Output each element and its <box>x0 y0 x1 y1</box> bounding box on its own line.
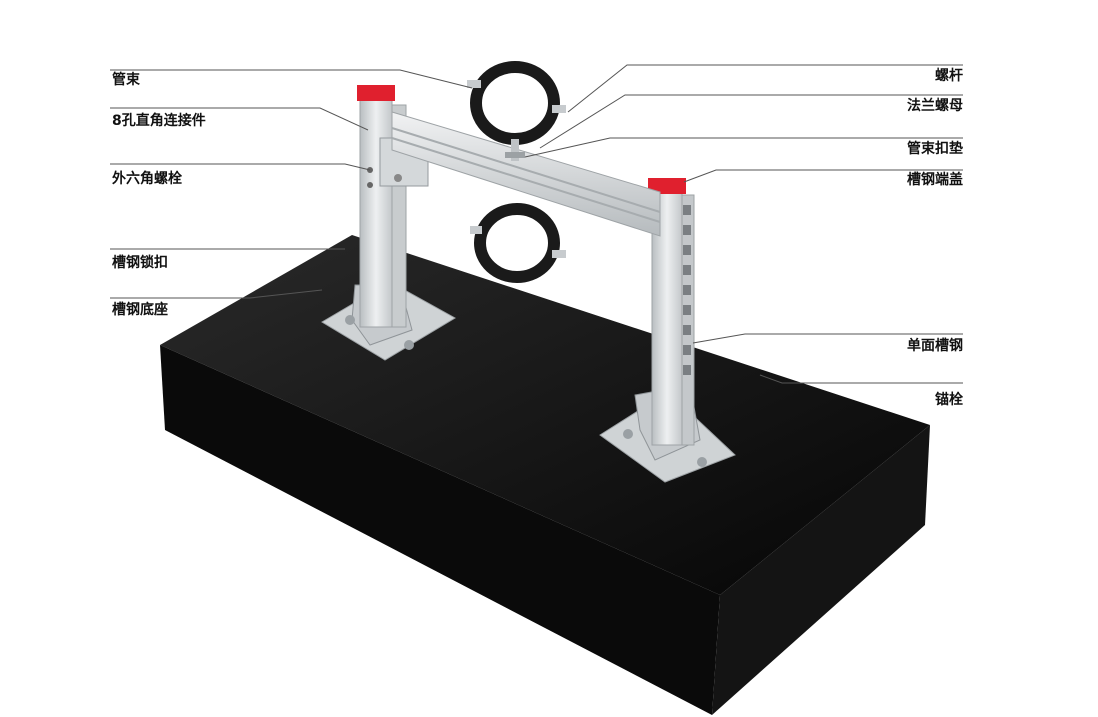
label-hex-bolt: 外六角螺栓 <box>112 171 182 187</box>
channel-end-cap-right <box>648 178 686 194</box>
flange-nut <box>505 152 525 158</box>
label-anchor-bolt: 锚栓 <box>935 392 963 408</box>
threaded-rod <box>511 139 519 161</box>
single-side-channel-beam <box>391 111 661 237</box>
leader-lines <box>110 64 963 384</box>
label-channel-lock: 槽钢锁扣 <box>112 255 168 271</box>
label-threaded-rod: 螺杆 <box>935 68 963 84</box>
label-pipe-clamp: 管束 <box>112 72 140 88</box>
block-front <box>160 345 720 715</box>
left-post <box>357 85 429 328</box>
label-single-channel: 单面槽钢 <box>907 338 963 354</box>
label-channel-base: 槽钢底座 <box>112 302 168 318</box>
pipe-clamp-lower <box>470 203 566 283</box>
block-side <box>712 425 930 715</box>
label-8-hole-connector: 8孔直角连接件 <box>112 113 206 129</box>
label-clamp-washer: 管束扣垫 <box>907 141 963 157</box>
pipe-clamp-upper <box>467 61 566 161</box>
channel-end-cap-left <box>357 85 395 101</box>
label-channel-end-cap: 槽钢端盖 <box>907 172 963 188</box>
concrete-block <box>160 235 930 715</box>
label-flange-nut: 法兰螺母 <box>907 98 963 114</box>
